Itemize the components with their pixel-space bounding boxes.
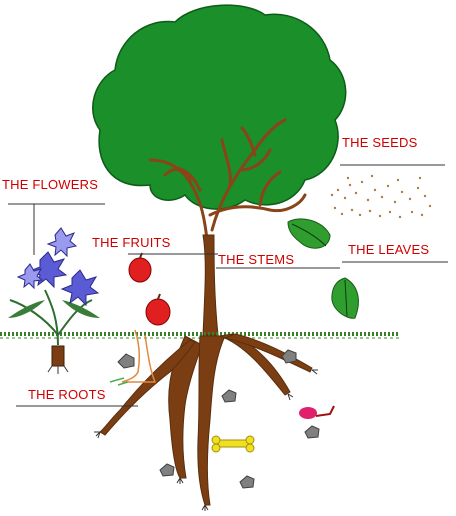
label-flowers: THE FLOWERS	[2, 177, 99, 192]
snail	[299, 405, 335, 419]
green-sprout	[109, 377, 129, 386]
label-seeds: THE SEEDS	[342, 135, 418, 150]
seeds-cluster	[330, 174, 432, 219]
leaf	[331, 277, 359, 319]
label-leaves: THE LEAVES	[348, 242, 430, 257]
fruit-apple	[128, 252, 152, 283]
tree-trunk	[202, 234, 219, 336]
leaf	[287, 218, 331, 249]
label-fruits: THE FRUITS	[92, 235, 171, 250]
tree-branches	[148, 118, 307, 252]
flower-plant	[8, 289, 100, 346]
tree-crown	[92, 4, 347, 210]
label-roots: THE ROOTS	[28, 387, 106, 402]
bone	[211, 435, 255, 453]
flower-bulb	[47, 345, 69, 374]
fruit-apple	[145, 293, 171, 326]
label-rules	[8, 164, 448, 407]
root-hairs	[94, 369, 318, 511]
label-stems: THE STEMS	[218, 252, 295, 267]
flower-blossoms	[16, 227, 100, 307]
underground-rocks	[117, 349, 320, 489]
earthworm	[121, 329, 157, 383]
